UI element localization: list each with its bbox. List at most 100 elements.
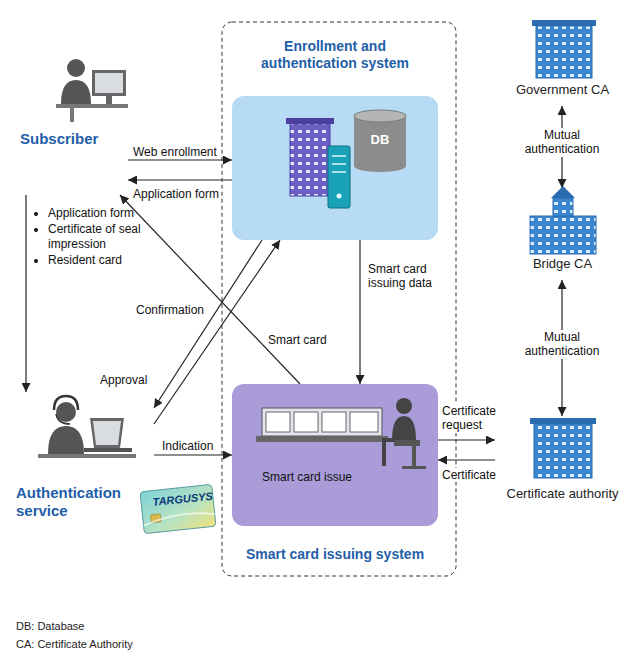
government-ca-building — [532, 20, 596, 78]
edge-label-holder: Application form — [131, 184, 231, 202]
authority-node: Bridge CA — [505, 188, 620, 280]
edge-label: Application form — [131, 187, 221, 201]
node-label: DB — [354, 132, 406, 148]
smart-card-picture-part — [143, 511, 215, 526]
authority-node: Government CA — [505, 14, 620, 106]
flow-arrow — [438, 439, 495, 440]
operator-icon-part — [90, 418, 124, 448]
node-label: Smart card issue — [262, 470, 402, 484]
operator-icon-part — [84, 448, 132, 452]
enrollment-server-icon-part — [332, 163, 346, 165]
edge-label-holder: Indication — [160, 436, 220, 454]
edge-label-holder: Smart card — [266, 330, 334, 348]
document-item: Resident card — [48, 253, 170, 267]
flow-arrow — [359, 240, 360, 384]
flow-arrow — [438, 459, 495, 460]
government-ca-building-part — [536, 26, 592, 78]
operator-icon — [38, 396, 136, 458]
edge-label-holder: Web enrollment — [131, 142, 227, 160]
edge-label: Mutual authentication — [512, 128, 612, 157]
database-cylinder-part — [354, 116, 406, 166]
node-label: Bridge CA — [505, 256, 620, 272]
edge-label: Confirmation — [134, 303, 206, 317]
subscriber-icon-part — [106, 96, 112, 104]
label-holder: DB: Database — [16, 620, 84, 633]
issuing-station-icon-part — [294, 412, 318, 432]
edge-label-holder: Smart card issuing data — [366, 262, 452, 291]
enrollment-server-icon-part — [332, 171, 346, 173]
actor-node: Authentication service — [14, 392, 154, 552]
system-boundary — [222, 22, 456, 576]
issuing-station-icon-part — [384, 440, 396, 466]
operator-icon-part — [56, 414, 70, 424]
subscriber-icon-part — [67, 59, 85, 77]
issuing-station-icon-part — [266, 412, 290, 432]
edge-label: Indication — [160, 439, 215, 453]
node-label: Subscriber — [20, 130, 124, 148]
system-box: Smart card issueSmart card issuing syste… — [232, 384, 438, 526]
subscriber-icon-part — [70, 108, 74, 122]
document-list: Application formCertificate of seal impr… — [34, 206, 170, 270]
edge-label: Certificate request — [440, 404, 502, 433]
enrollment-server-icon — [286, 118, 350, 208]
database-cylinder — [354, 110, 406, 172]
enrollment-server-icon-part — [332, 155, 346, 157]
abbreviation-note: CA: Certificate Authority — [16, 638, 133, 651]
enrollment-server-icon-part — [328, 146, 350, 208]
issuing-station-icon-part — [394, 440, 420, 446]
edge-label-holder: Mutual authentication — [512, 330, 612, 359]
edge-label: Smart card issuing data — [366, 262, 452, 291]
issuing-station-icon-part — [396, 398, 412, 414]
issuing-station-icon-part — [350, 412, 378, 432]
label-holder: TARGUSYS — [152, 496, 212, 509]
operator-icon-part — [48, 426, 84, 454]
actor-node: Subscriber — [16, 52, 128, 195]
subscriber-icon-part — [56, 104, 128, 108]
document-item: Certificate of seal impression — [48, 222, 170, 251]
enrollment-server-icon-part — [286, 118, 334, 124]
certificate-authority-building — [530, 418, 596, 478]
edge-label-holder: Certificate request — [440, 404, 502, 433]
edge-label-holder: Approval — [98, 370, 154, 388]
edge-label-holder: Mutual authentication — [512, 128, 612, 157]
government-ca-building-part — [532, 20, 596, 26]
flow-arrow — [154, 454, 232, 455]
label-holder: CA: Certificate Authority — [16, 638, 133, 651]
issuing-station-icon — [256, 398, 426, 469]
database-cylinder-part — [354, 110, 406, 122]
subscriber-icon — [56, 59, 128, 122]
issuing-station-icon-part — [392, 416, 416, 440]
operator-icon-part — [56, 402, 76, 422]
flow-arrow — [128, 159, 232, 160]
flow-arrow — [154, 240, 262, 408]
system-heading: Enrollment and authentication system — [250, 38, 420, 72]
operator-icon-part — [38, 454, 136, 458]
operator-icon-part — [93, 421, 121, 445]
edge-label: Web enrollment — [131, 145, 219, 159]
enrollment-server-icon-part — [290, 124, 330, 196]
node-label: Authentication service — [16, 484, 152, 520]
issuing-station-icon-part — [262, 408, 382, 436]
smart-card-picture — [140, 484, 216, 533]
node-label: Government CA — [505, 82, 620, 98]
flow-arrow — [25, 195, 26, 392]
bridge-ca-building-part — [530, 216, 596, 254]
bridge-ca-building-part — [553, 198, 573, 216]
system-heading: Smart card issuing system — [222, 546, 448, 563]
subscriber-icon-part — [95, 73, 123, 93]
subscriber-icon-part — [61, 80, 91, 104]
edge-label: Mutual authentication — [512, 330, 612, 359]
certificate-authority-building-part — [530, 418, 596, 424]
issuing-station-icon-part — [402, 466, 426, 469]
flow-arrow — [128, 179, 232, 180]
edge-label: Approval — [98, 373, 149, 387]
bridge-ca-building-part — [551, 186, 575, 198]
smart-card-picture-part — [140, 484, 216, 533]
system-box: Enrollment and authentication systemDB — [232, 96, 438, 240]
database-node: DB — [354, 110, 406, 172]
subscriber-icon-part — [92, 70, 126, 96]
issuing-station-icon-part — [256, 436, 388, 442]
abbreviation-note: DB: Database — [16, 620, 84, 633]
issuing-station-icon-part — [412, 446, 416, 468]
